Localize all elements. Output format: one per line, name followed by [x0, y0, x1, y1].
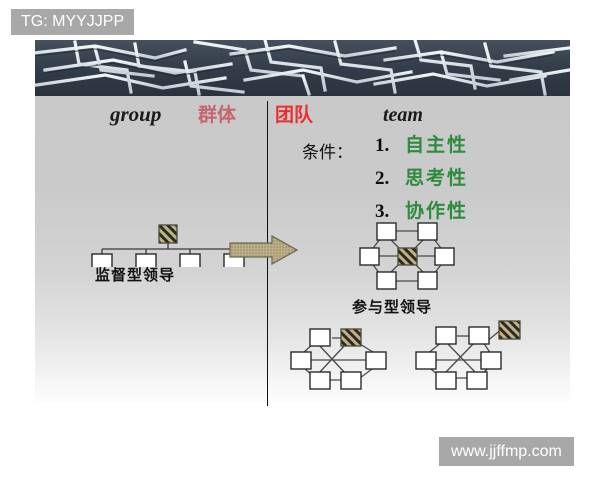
network-mesh-diagram-center: [358, 221, 456, 296]
team-title-en: team: [383, 104, 423, 126]
condition-text: 思考性: [405, 167, 469, 189]
participative-leadership-label: 参与型领导: [352, 298, 433, 316]
hierarchy-tree-diagram: [85, 221, 245, 272]
member-node-group: [91, 253, 245, 272]
leader-node: [498, 320, 521, 340]
maze-illustration: [35, 40, 570, 96]
watermark-bottom-right: www.jjffmp.com: [439, 437, 574, 466]
network-mesh-diagram-lower-left: [288, 324, 398, 401]
leader-node: [158, 224, 178, 244]
condition-text: 自主性: [405, 134, 469, 156]
supervisory-leadership-label: 监督型领导: [95, 266, 176, 284]
condition-number: 1.: [375, 135, 390, 156]
condition-item-2: 2. 思考性: [375, 167, 469, 189]
maze-photo: [35, 40, 570, 96]
team-title-cn: 团队: [275, 104, 314, 126]
condition-number: 2.: [375, 168, 390, 189]
condition-item-3: 3. 协作性: [375, 200, 469, 222]
slide-content-panel: group 群体 团队 team 条件： 1. 自主性 2. 思考性 3. 协作性: [35, 96, 570, 406]
condition-item-1: 1. 自主性: [375, 134, 469, 156]
condition-text: 协作性: [405, 200, 469, 222]
watermark-top-left: TG: MYYJJPP: [11, 9, 135, 35]
network-mesh-diagram-lower-right: [413, 320, 529, 403]
leader-node: [340, 328, 362, 347]
condition-number: 3.: [375, 201, 390, 222]
group-title-cn: 群体: [198, 104, 237, 126]
conditions-label: 条件：: [302, 143, 353, 163]
transition-arrow-icon: [228, 234, 300, 271]
group-title-en: group: [110, 102, 162, 126]
leader-node: [397, 247, 418, 266]
right-arrow-shape: [229, 234, 299, 266]
